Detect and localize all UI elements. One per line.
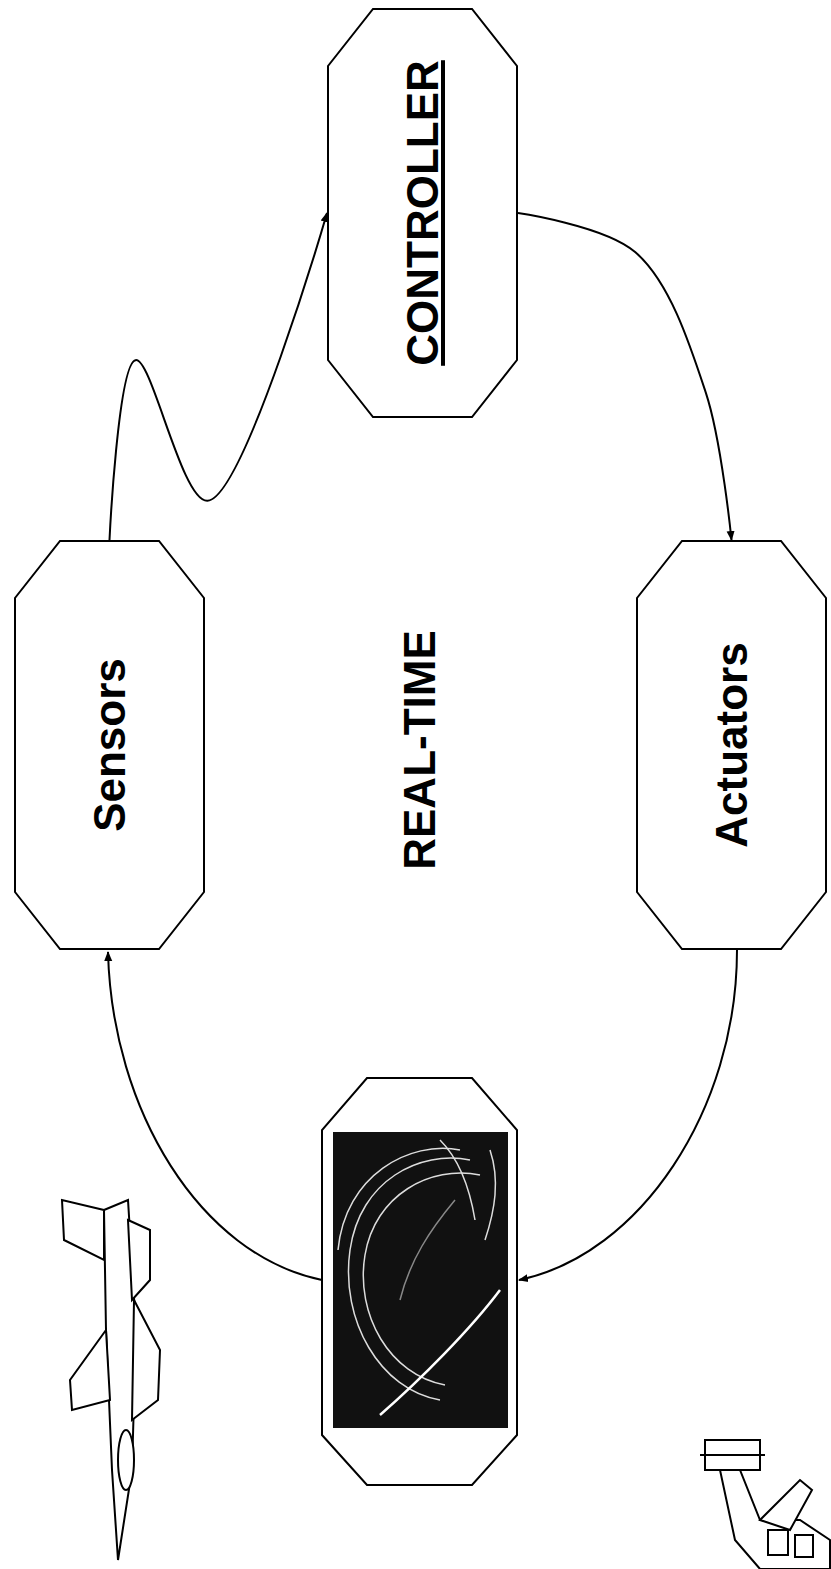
loop-arc — [519, 950, 737, 1280]
octagon-shape — [328, 9, 517, 417]
process-box: Actuators — [636, 540, 827, 950]
process-box: CONTROLLER — [327, 8, 518, 418]
octagon-shape — [637, 541, 826, 949]
jet-illustration — [62, 1200, 160, 1560]
flow-streaks — [338, 1140, 500, 1415]
flow-arrow — [518, 213, 732, 540]
box-label: CONTROLLER — [401, 60, 445, 366]
box-label: Sensors — [88, 658, 132, 832]
flow-arrow — [110, 213, 328, 540]
process-box: Sensors — [14, 540, 205, 950]
box-label: Actuators — [710, 642, 754, 847]
flow-image — [333, 1132, 508, 1428]
center-label: REAL-TIME — [398, 630, 442, 870]
image-box — [322, 1078, 517, 1485]
octagon-shape — [15, 541, 204, 949]
helicopter-illustration — [700, 1440, 830, 1569]
